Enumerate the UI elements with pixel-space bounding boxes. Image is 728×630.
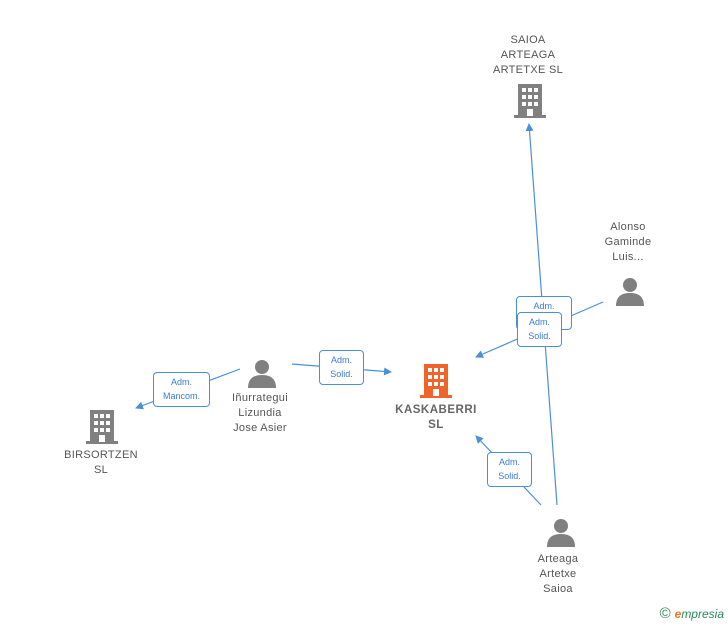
node-label: Iñurrategui Lizundia Jose Asier <box>232 392 288 434</box>
node-label: Arteaga Artetxe Saioa <box>537 553 579 595</box>
person-icon <box>547 519 575 547</box>
node-inurrategui-lizundia-jose-asier[interactable]: Iñurrategui Lizundia Jose Asier <box>210 391 310 436</box>
node-arteaga-artetxe-saioa[interactable]: Arteaga Artetxe Saioa <box>518 552 598 597</box>
edge-label-line2: Solid. <box>330 369 353 379</box>
edge-label-inurrategui-birsortzen[interactable]: Adm. Mancom. <box>153 372 210 407</box>
node-label: KASKABERRI SL <box>395 404 477 431</box>
building-icon <box>86 410 118 444</box>
edge-label-line2: Solid. <box>528 331 551 341</box>
person-icon <box>616 278 644 306</box>
edge-label-arteaga-kaskaberri[interactable]: Adm. Solid. <box>487 452 532 487</box>
brand-name: mpresia <box>681 607 724 621</box>
node-saioa-arteaga-artetxe-sl[interactable]: SAIOA ARTEAGA ARTETXE SL <box>468 33 588 78</box>
brand-initial: e <box>674 607 682 621</box>
copyright-icon: © <box>659 605 671 622</box>
building-icon <box>514 84 546 118</box>
node-label: Alonso Gaminde Luis... <box>604 221 652 263</box>
edge-label-line1: Adm. <box>498 457 520 467</box>
node-label: BIRSORTZEN SL <box>64 449 138 476</box>
edge-label-line2: Mancom. <box>162 391 200 401</box>
node-label: SAIOA ARTEAGA ARTETXE SL <box>492 34 564 76</box>
edge-label-line2: Solid. <box>498 471 521 481</box>
person-icon <box>248 360 276 388</box>
edge-label-line1: Adm. <box>330 355 352 365</box>
edge-label-line1: Adm. <box>533 301 555 311</box>
empresia-logo[interactable]: ©empresia <box>660 605 724 622</box>
edge-label-inurrategui-kaskaberri[interactable]: Adm. Solid. <box>319 350 364 385</box>
node-kaskaberri-sl[interactable]: KASKABERRI SL <box>376 403 496 433</box>
building-icon <box>420 364 452 398</box>
node-birsortzen-sl[interactable]: BIRSORTZEN SL <box>46 448 156 478</box>
edge-label-line1: Adm. <box>528 317 550 327</box>
edge-label-alonso-kaskaberri[interactable]: Adm. Solid. <box>517 312 562 347</box>
edge-label-line1: Adm. <box>170 377 192 387</box>
node-alonso-gaminde-luis[interactable]: Alonso Gaminde Luis... <box>588 220 668 265</box>
